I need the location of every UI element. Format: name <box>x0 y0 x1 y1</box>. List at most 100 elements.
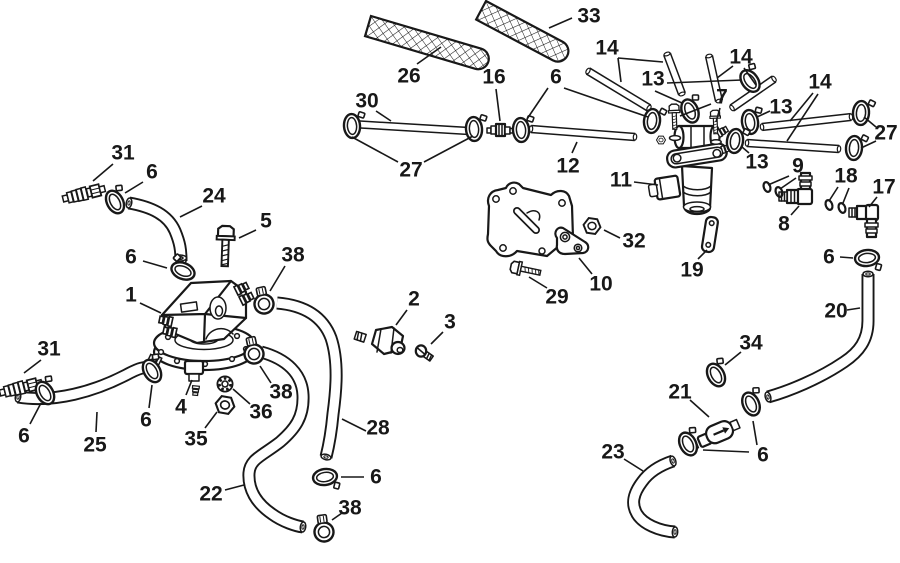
leader-line <box>232 388 251 405</box>
part-number-9: 9 <box>792 155 804 178</box>
elbow-fitting <box>848 203 880 239</box>
leader-line <box>767 175 790 186</box>
part-number-30: 30 <box>355 90 378 113</box>
o-ring <box>837 202 847 214</box>
leader-line <box>743 67 757 86</box>
part-number-16: 16 <box>482 66 505 89</box>
pump-port <box>233 280 251 296</box>
part-number-6: 6 <box>757 444 769 467</box>
leader-line <box>259 365 272 384</box>
hose-clamp <box>853 247 884 275</box>
leader-line <box>617 57 622 83</box>
elbow-fitting <box>778 171 814 206</box>
pump-connector <box>647 174 682 201</box>
hose-clamp <box>310 465 342 494</box>
part-number-38: 38 <box>281 244 305 267</box>
hose-clamp <box>736 384 770 420</box>
leader-line <box>756 110 771 118</box>
leader-line <box>571 141 578 154</box>
hose-clamp <box>100 182 135 218</box>
screw <box>414 344 435 362</box>
fuel-tube-12 <box>528 124 638 142</box>
part-number-18: 18 <box>834 165 858 188</box>
part-number-13: 13 <box>769 96 792 119</box>
leader-line <box>828 186 839 202</box>
fuel-hose-28 <box>276 296 343 461</box>
fuel-tube-14 <box>744 138 842 154</box>
retainer-strap <box>700 215 719 254</box>
star-washer <box>216 375 234 393</box>
part-number-14: 14 <box>595 37 619 60</box>
band-clamp <box>249 284 277 317</box>
fuel-tube-14 <box>585 67 652 112</box>
leader-line <box>563 87 649 118</box>
leader-line <box>786 93 819 142</box>
fuel-tube-14 <box>663 51 686 97</box>
leader-line <box>715 107 721 123</box>
leader-line <box>752 420 758 446</box>
part-number-29: 29 <box>545 286 568 309</box>
leader-line <box>790 205 800 216</box>
fuel-tube-30 <box>349 119 472 136</box>
part-number-6: 6 <box>550 66 562 89</box>
leader-line <box>23 359 42 374</box>
band-clamp <box>311 512 336 544</box>
o-ring <box>774 186 784 198</box>
leader-line <box>495 88 501 122</box>
hose-clamp <box>463 112 490 143</box>
leader-line <box>578 257 593 275</box>
braided-hose-26 <box>363 14 490 71</box>
o-ring <box>824 199 834 211</box>
fuel-hose-23 <box>627 454 679 539</box>
part-number-8: 8 <box>778 213 790 236</box>
leader-line <box>139 302 162 314</box>
leader-line <box>839 256 854 259</box>
part-number-14: 14 <box>808 71 832 94</box>
part-number-34: 34 <box>739 332 763 355</box>
leader-line <box>395 309 408 326</box>
part-number-35: 35 <box>184 428 208 451</box>
leader-line <box>679 103 712 117</box>
pump-flange <box>666 142 728 169</box>
part-number-6: 6 <box>125 246 137 269</box>
mounting-bracket <box>486 181 590 258</box>
part-number-28: 28 <box>366 417 390 440</box>
leader-line <box>185 379 193 396</box>
leader-line <box>617 57 664 63</box>
part-number-25: 25 <box>83 434 107 457</box>
part-number-21: 21 <box>668 381 692 404</box>
hex-nut <box>581 216 603 236</box>
part-number-31: 31 <box>111 142 135 165</box>
part-number-22: 22 <box>199 483 222 506</box>
inline-connector <box>486 122 514 138</box>
pump-port <box>157 314 174 328</box>
part-number-5: 5 <box>260 210 272 233</box>
leader-line <box>95 411 98 433</box>
hose-layer <box>14 0 875 539</box>
leader-line <box>689 399 710 418</box>
bracket-arm <box>554 226 590 256</box>
leader-line <box>351 136 399 163</box>
leader-line <box>789 92 814 122</box>
part-number-6: 6 <box>18 425 30 448</box>
part-number-27: 27 <box>874 122 897 145</box>
leader-line <box>603 229 621 239</box>
leader-line <box>716 65 734 79</box>
washer <box>668 134 682 142</box>
part-number-20: 20 <box>824 300 847 323</box>
leader-line <box>269 265 286 292</box>
leader-line <box>528 276 548 289</box>
part-number-3: 3 <box>444 311 456 334</box>
leader-line <box>633 181 659 186</box>
part-number-1: 1 <box>125 284 137 307</box>
leader-line <box>238 229 257 239</box>
hex-bolt <box>214 224 237 268</box>
leader-line <box>697 249 708 260</box>
leader-line <box>846 307 861 311</box>
part-number-38: 38 <box>269 381 293 404</box>
leader-line <box>724 351 742 366</box>
washer <box>710 139 722 145</box>
pump-bottom-fitting <box>183 359 205 397</box>
